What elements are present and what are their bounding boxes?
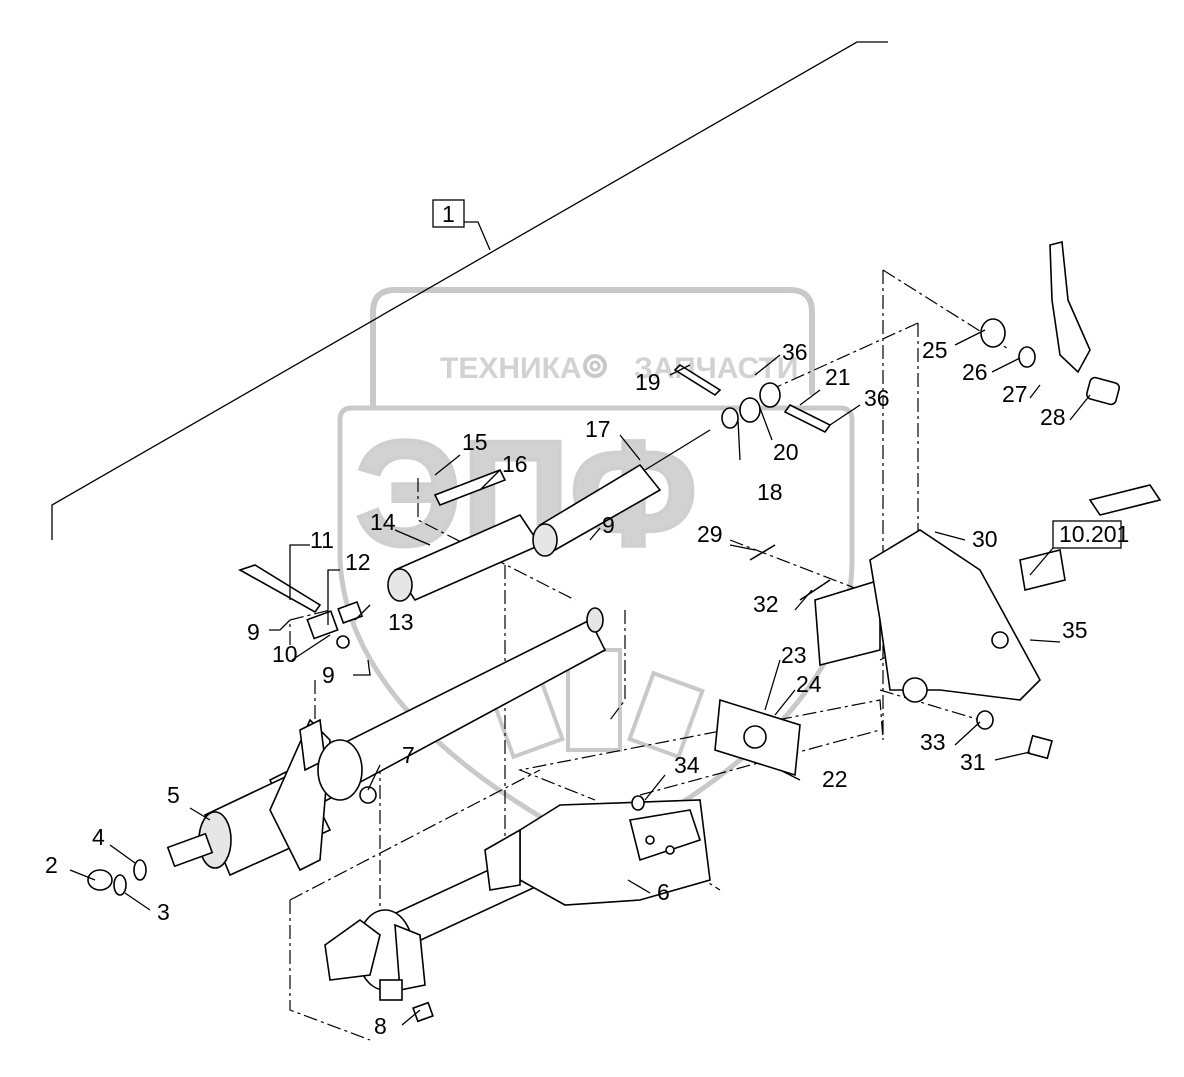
callout-9c: 9 [322,662,335,688]
callout-26: 26 [962,359,988,385]
callout-12: 12 [345,549,371,575]
callout-33: 33 [920,729,946,755]
main-shaft [166,607,607,877]
callout-30: 30 [972,526,998,552]
callout-18: 18 [757,479,783,505]
callout-23: 23 [781,642,807,668]
callout-36b: 36 [864,385,890,411]
callout-2: 2 [45,852,58,878]
pedal-bracket [814,529,1041,703]
callout-35: 35 [1062,617,1088,643]
watermark-word-right: ЗАПЧАСТИ [634,352,798,385]
callout-29: 29 [697,521,723,547]
callout-19: 19 [635,369,661,395]
callout-10: 10 [272,641,298,667]
lever-assembly [238,564,364,649]
small-fasteners [87,544,1053,1023]
universal-joint [1019,484,1162,591]
callout-21: 21 [825,364,851,390]
callout-17: 17 [585,416,611,442]
callout-leaders [69,329,1091,1026]
callout-9b: 9 [602,512,615,538]
assembly-boundary [51,41,888,540]
reference-label-text: 10.201 [1059,521,1129,547]
reference-label: 10.201 [1029,520,1129,576]
top-right-lever [980,241,1121,406]
callout-34: 34 [674,752,700,778]
plate-22 [714,698,801,777]
callout-32: 32 [753,591,779,617]
callout-20: 20 [773,439,799,465]
callout-9a: 9 [247,619,260,645]
callout-16: 16 [502,451,528,477]
callout-24: 24 [796,671,822,697]
callout-28: 28 [1040,404,1066,430]
callout-8: 8 [374,1013,387,1039]
callout-14: 14 [370,509,396,535]
callout-6: 6 [657,879,670,905]
callout-numbers: 2 3 4 5 6 7 8 9 9 9 10 11 12 13 14 15 16… [45,337,1088,1039]
callout-3: 3 [157,899,170,925]
upper-pins [673,363,832,434]
callout-5: 5 [167,782,180,808]
watermark-word-left: ТЕХНИКА [440,352,582,385]
assembly-label: 1 [432,199,491,251]
callout-22: 22 [822,766,848,792]
callout-11: 11 [310,527,334,553]
callout-15: 15 [462,429,488,455]
callout-25: 25 [922,337,948,363]
mount-bracket [484,799,711,906]
callout-27: 27 [1002,381,1028,407]
assembly-label-text: 1 [442,201,455,227]
callout-4: 4 [92,824,105,850]
callout-7: 7 [402,742,415,768]
callout-31: 31 [960,749,986,775]
callout-36a: 36 [782,339,808,365]
upper-cylinder [387,429,711,602]
callout-13: 13 [388,609,414,635]
